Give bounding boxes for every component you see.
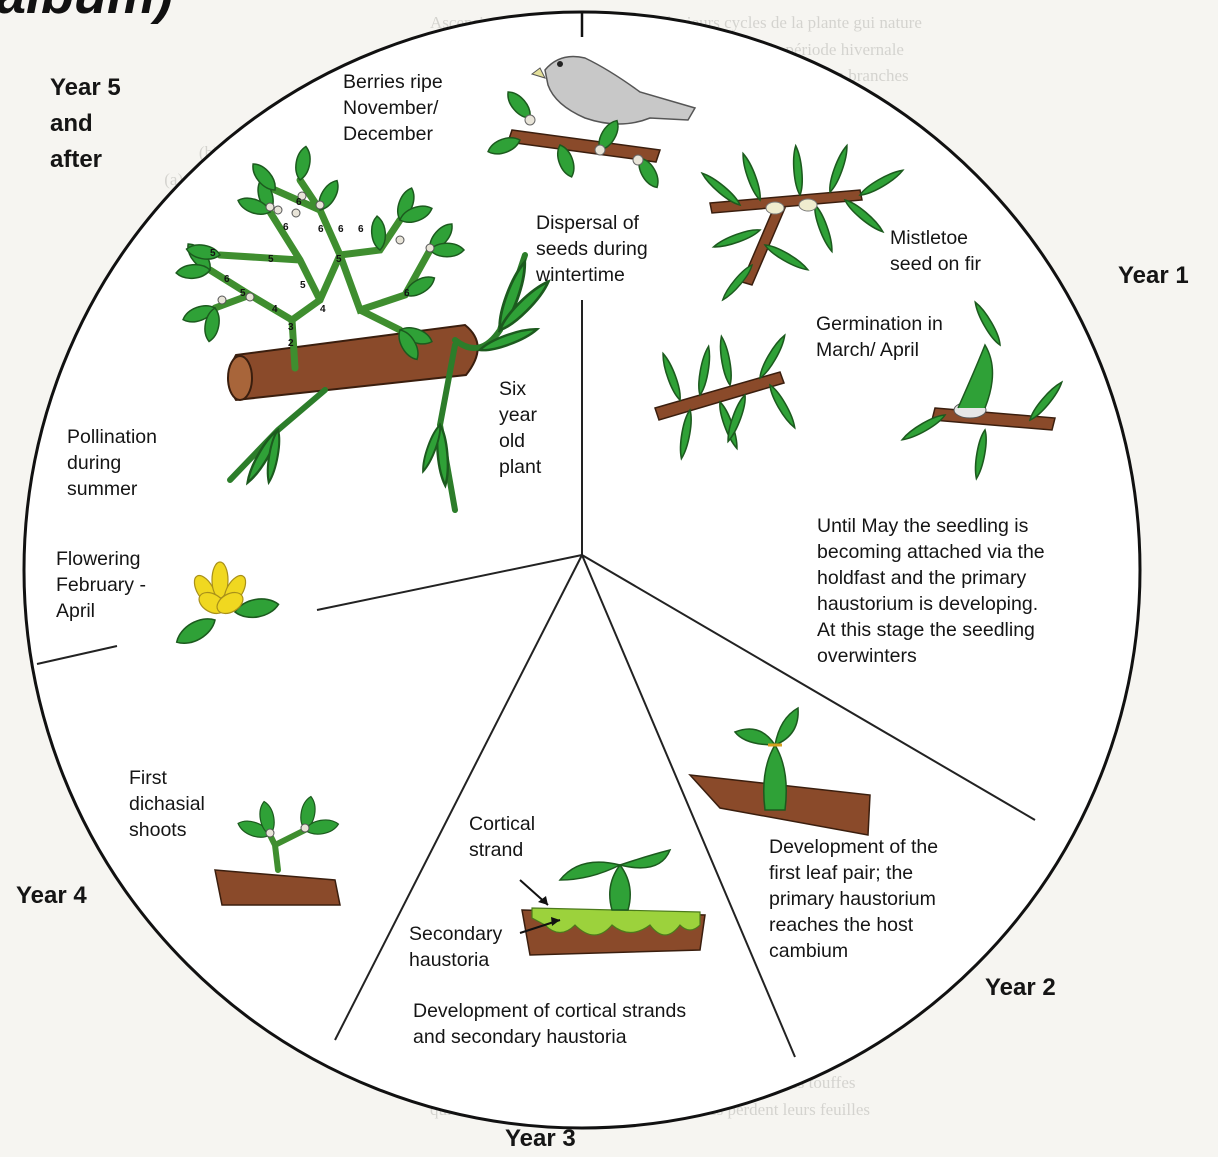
dispersal-label: Dispersal of seeds during wintertime bbox=[536, 210, 648, 288]
internode-number: 6 bbox=[296, 197, 302, 208]
internode-number: 6 bbox=[404, 288, 410, 299]
year-5-label: Year 5 and after bbox=[50, 70, 121, 178]
mistletoe-seed-label: Mistletoe seed on fir bbox=[890, 225, 981, 277]
internode-number: 6 bbox=[338, 224, 344, 235]
development-cortical-label: Development of cortical strands and seco… bbox=[413, 998, 686, 1050]
internode-number: 4 bbox=[272, 304, 278, 315]
internode-number: 4 bbox=[320, 304, 326, 315]
year-2-label: Year 2 bbox=[985, 970, 1056, 1006]
internode-number: 3 bbox=[288, 322, 294, 333]
germination-label: Germination in March/ April bbox=[816, 311, 943, 363]
pollination-label: Pollination during summer bbox=[67, 424, 157, 502]
year-4-label: Year 4 bbox=[16, 878, 87, 914]
year-1-label: Year 1 bbox=[1118, 258, 1189, 294]
flowering-label: Flowering February - April bbox=[56, 546, 146, 624]
secondary-haustoria-label: Secondary haustoria bbox=[409, 921, 502, 973]
internode-number: 2 bbox=[288, 338, 294, 349]
internode-number: 5 bbox=[336, 254, 342, 265]
internode-number: 6 bbox=[358, 224, 364, 235]
berries-label: Berries ripe November/ December bbox=[343, 69, 443, 147]
internode-number: 6 bbox=[224, 274, 230, 285]
six-year-label: Six year old plant bbox=[499, 376, 541, 480]
year-3-label: Year 3 bbox=[505, 1121, 576, 1157]
first-leaf-pair-label: Development of the first leaf pair; the … bbox=[769, 834, 938, 964]
internode-number: 6 bbox=[283, 222, 289, 233]
internode-number: 5 bbox=[300, 280, 306, 291]
first-dichasial-label: First dichasial shoots bbox=[129, 765, 205, 843]
cortical-strand-label: Cortical strand bbox=[469, 811, 535, 863]
internode-number: 5 bbox=[210, 248, 216, 259]
until-may-label: Until May the seedling is becoming attac… bbox=[817, 513, 1045, 669]
internode-number: 5 bbox=[240, 288, 246, 299]
internode-number: 5 bbox=[268, 254, 274, 265]
internode-number: 6 bbox=[318, 224, 324, 235]
